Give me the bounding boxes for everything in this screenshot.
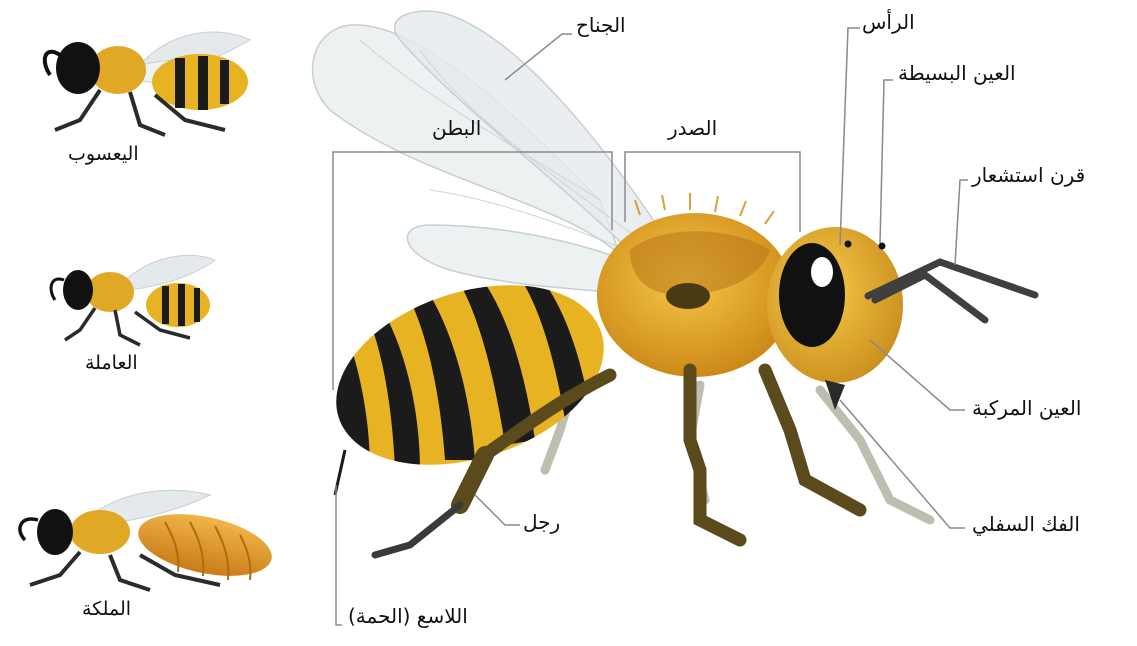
caption-drone: اليعسوب (68, 145, 139, 164)
label-abdomen: البطن (432, 118, 481, 138)
label-stinger: اللاسع (الحمة) (348, 606, 468, 626)
worker-illustration (51, 255, 215, 345)
queen-illustration (20, 490, 277, 590)
label-ocelli: العين البسيطة (898, 63, 1016, 83)
ocellus (879, 243, 886, 250)
label-leg: رجل (523, 512, 560, 532)
label-wing: الجناح (576, 15, 626, 35)
far-legs (545, 380, 930, 520)
caption-queen: الملكة (82, 600, 131, 619)
caption-worker: العاملة (85, 354, 138, 373)
label-antenna: قرن استشعار (972, 165, 1085, 185)
label-thorax: الصدر (668, 118, 717, 138)
label-compound-eye: العين المركبة (972, 398, 1081, 418)
head (767, 227, 903, 410)
label-mandible: الفك السفلي (972, 514, 1080, 534)
compound-eye (779, 243, 845, 347)
drone-illustration (45, 32, 250, 135)
label-head: الرأس (862, 12, 915, 32)
